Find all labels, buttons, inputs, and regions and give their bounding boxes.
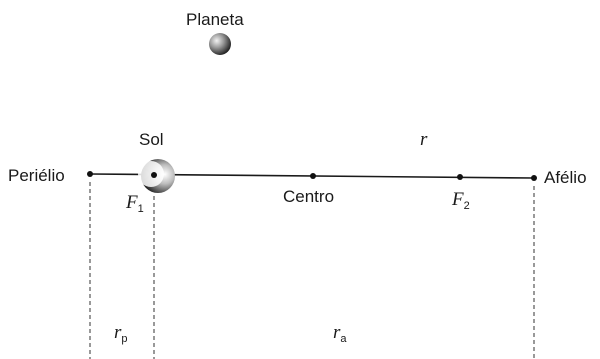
- r-label: r: [420, 129, 428, 150]
- center-point: [310, 173, 316, 179]
- aphelion-label: Afélio: [544, 168, 587, 187]
- perihelion-point: [87, 171, 93, 177]
- ra-label: ra: [333, 322, 347, 345]
- focus1-label-base: F: [125, 192, 138, 213]
- rp-label: rp: [114, 322, 128, 345]
- planet-body: [209, 33, 231, 55]
- focus2-point: [457, 174, 463, 180]
- sun-shadow: [138, 161, 164, 187]
- rp-label-sub: p: [121, 333, 127, 345]
- focus2-label: F2: [451, 189, 470, 212]
- perihelion-label: Periélio: [8, 166, 65, 185]
- focus2-label-base: F: [451, 189, 464, 210]
- center-label: Centro: [283, 187, 334, 206]
- focus1-point: [151, 172, 157, 178]
- sun-label: Sol: [139, 130, 164, 149]
- focus1-label: F1: [125, 192, 144, 215]
- focus2-label-sub: 2: [464, 200, 470, 212]
- ra-label-sub: a: [340, 333, 347, 345]
- planet-label: Planeta: [186, 10, 244, 29]
- aphelion-point: [531, 175, 537, 181]
- focus1-label-sub: 1: [138, 203, 144, 215]
